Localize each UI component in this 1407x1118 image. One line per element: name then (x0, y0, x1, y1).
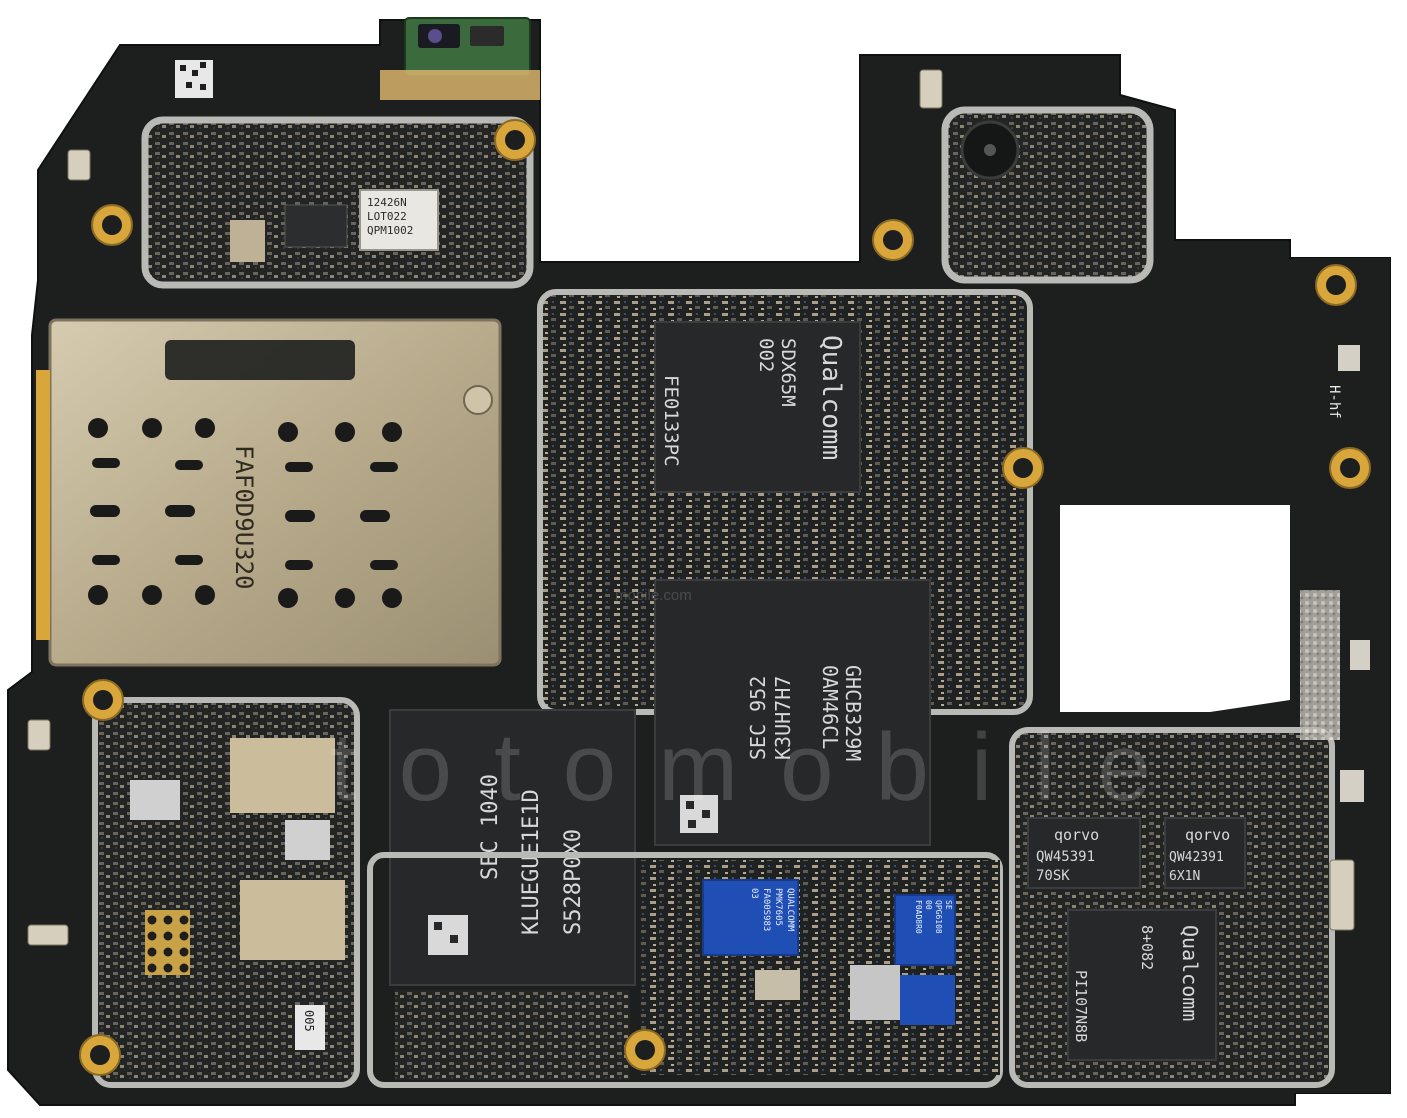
watermark-small: mobile.com (615, 587, 692, 604)
pmic-brand: Qualcomm (1178, 925, 1202, 1021)
soc-line-3: 0AM46CL (818, 665, 842, 749)
blue-chip-a-line-4: 03 (749, 888, 759, 899)
pmic-line-1: 8+082 (1138, 925, 1156, 970)
blue-chip-b (894, 894, 956, 966)
soc-line-1: SEC 952 (746, 676, 770, 760)
blue-chip-b-line-4: F0AD8R0 (914, 900, 923, 934)
qorvo-left-line-1: qorvo (1054, 826, 1099, 844)
modem-line-1: SDX65M (777, 338, 799, 407)
blue-chip-a-line-1: QUALCOMM (785, 888, 795, 932)
sim-contact-holes (88, 418, 402, 608)
qorvo-right-line-2: QW42391 (1169, 850, 1224, 865)
modem-brand: Qualcomm (816, 335, 846, 460)
modem-line-2: 002 (755, 338, 777, 372)
shield-top-left (141, 116, 534, 289)
blue-chip-a-line-2: PMK7605 (773, 888, 783, 926)
qorvo-chip-right (1164, 817, 1246, 889)
modem-chip (654, 321, 861, 493)
qorvo-left-line-3: 70SK (1036, 868, 1070, 884)
storage-line-1: SEC 1040 (478, 774, 503, 880)
qorvo-chip-left (1027, 817, 1141, 889)
blue-chip-a (702, 879, 799, 956)
pmic-chip (1067, 909, 1217, 1061)
side-silk-text: H-hf (1326, 385, 1342, 419)
small-part-label: 005 (302, 1010, 316, 1032)
svg-text:LOT022: LOT022 (367, 210, 407, 223)
storage-line-2: KLUEGUE1E1D (519, 789, 544, 935)
blue-chip-b-line-1: SE (944, 900, 953, 910)
modem-line-3: FE0133PC (660, 375, 682, 467)
sim-tray-code: FAF0D9U320 (230, 445, 258, 590)
soc-line-2: K3UH7H7 (771, 676, 795, 760)
storage-line-3: S528P0X0 (561, 829, 586, 935)
blue-chip-a-line-3: FA00S983 (761, 888, 771, 931)
rf-chip (359, 189, 439, 251)
watermark-large: totomobile (330, 714, 1193, 821)
qorvo-right-line-1: qorvo (1185, 826, 1230, 844)
svg-text:12426N: 12426N (367, 196, 407, 209)
blue-chip-b-line-3: 00 (924, 900, 933, 910)
qorvo-right-line-3: 6X1N (1169, 869, 1200, 884)
qorvo-left-line-2: QW45391 (1036, 849, 1095, 865)
blue-chip-b-line-2: QPG6108 (934, 900, 943, 934)
svg-text:QPM1002: QPM1002 (367, 224, 413, 237)
soc-line-4: GHCB329M (841, 665, 865, 761)
pmic-line-2: PI107N8B (1072, 970, 1090, 1042)
